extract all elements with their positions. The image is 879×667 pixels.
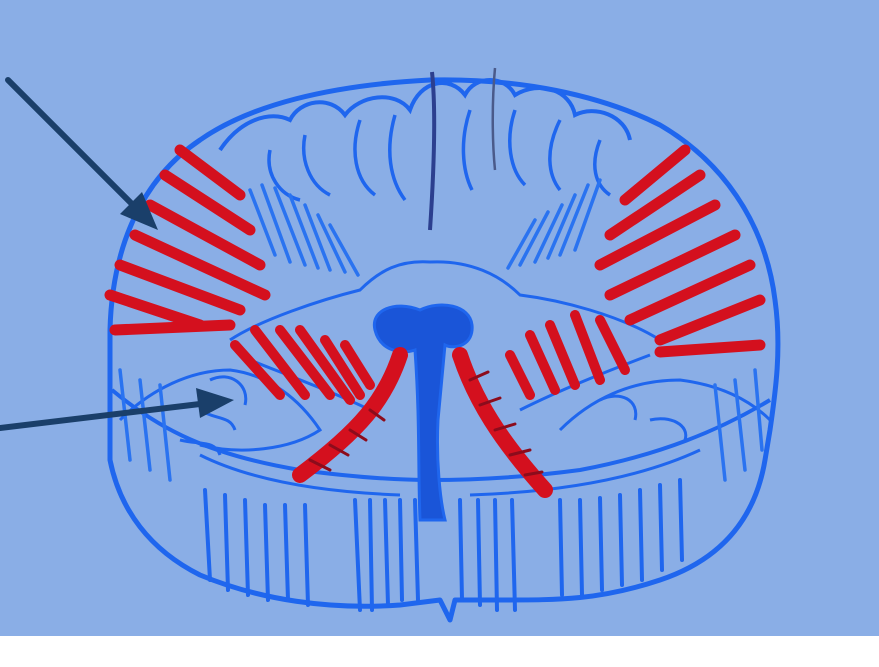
bottom-border-strip <box>0 636 879 667</box>
